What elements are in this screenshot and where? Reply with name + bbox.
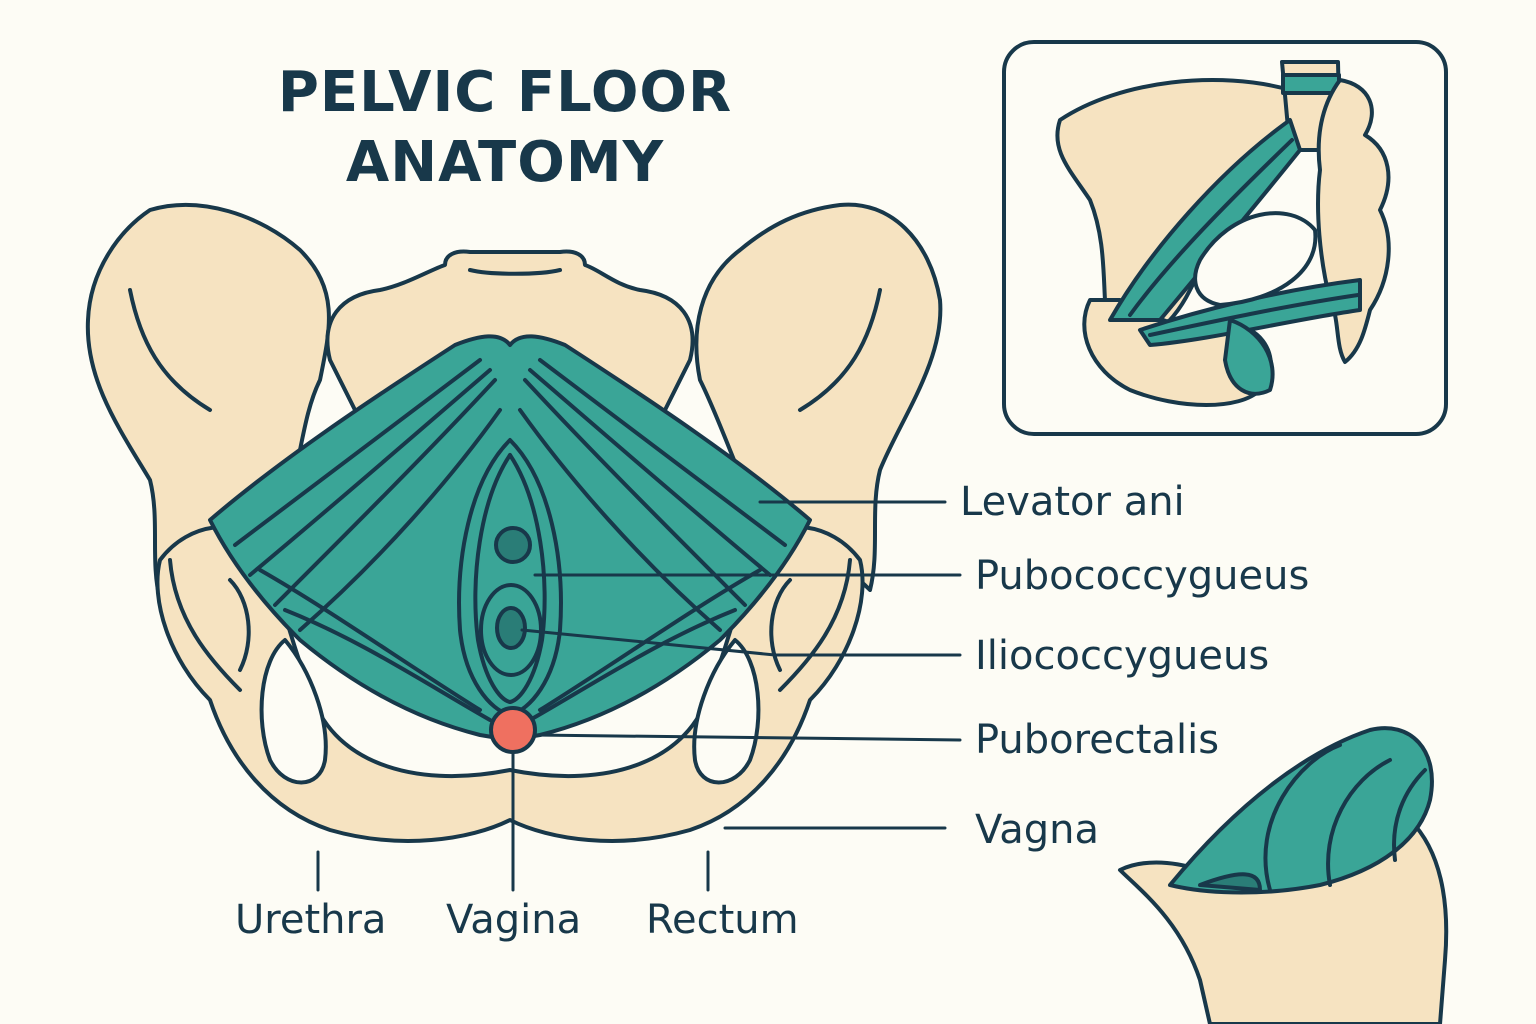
label-urethra: Urethra: [235, 897, 387, 943]
page-title: PELVIC FLOOR ANATOMY: [160, 58, 850, 198]
sagittal-detail: [1118, 726, 1449, 1024]
label-vagina: Vagina: [446, 897, 582, 943]
vagina-opening: [495, 606, 527, 650]
inset-lateral-view: [1002, 40, 1448, 436]
rectum-dot: [489, 706, 537, 754]
left-obturator-foramen: [259, 638, 328, 785]
levator-ani-muscle: [208, 334, 812, 742]
leader-lines: [316, 500, 962, 892]
label-pubococcygeus: Pubococcygueus: [975, 553, 1310, 599]
vaginal-ring-outer: [479, 583, 543, 677]
title-line-1: PELVIC FLOOR: [277, 60, 733, 125]
label-puborectalis: Puborectalis: [975, 717, 1220, 763]
title-line-2: ANATOMY: [345, 130, 665, 195]
label-iliococcygeus: Iliococcygueus: [975, 633, 1270, 679]
label-rectum: Rectum: [646, 897, 799, 943]
label-levator-ani: Levator ani: [960, 479, 1185, 525]
right-obturator-foramen: [692, 638, 761, 785]
label-vagna: Vagna: [975, 807, 1100, 853]
urethra-opening: [494, 526, 532, 564]
